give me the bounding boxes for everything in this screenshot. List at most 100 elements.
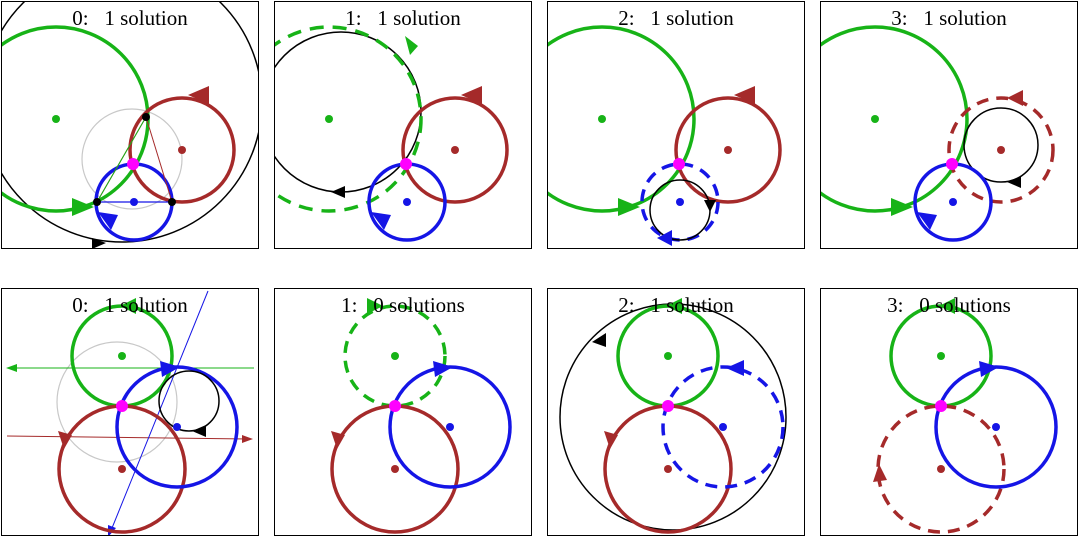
- red-arrow: [58, 431, 72, 449]
- panel-label: 1 solution: [650, 6, 734, 30]
- blue-center: [130, 198, 138, 206]
- intersection-point: [935, 400, 947, 412]
- black-solution-circle: [2, 2, 258, 243]
- green-center: [391, 352, 399, 360]
- green-center: [664, 352, 672, 360]
- tangent-point: [168, 198, 176, 206]
- red-center: [664, 465, 672, 473]
- panel-bottom-2: 2: 1 solution: [547, 288, 805, 536]
- panel-title: 0: 1 solution: [2, 6, 258, 30]
- panel-bottom-0: 0: 1 solution: [1, 288, 259, 536]
- blue-center: [403, 198, 411, 206]
- green-center: [325, 115, 333, 123]
- intersection-point: [400, 158, 412, 170]
- gray-construction-circle: [81, 108, 183, 210]
- panel-label: 1 solution: [650, 293, 734, 317]
- panel-index: 0:: [72, 293, 89, 317]
- green-arrow: [405, 36, 418, 55]
- blue-center: [676, 198, 684, 206]
- panel-index: 1:: [345, 6, 362, 30]
- green-center: [598, 115, 606, 123]
- blue-center: [446, 423, 454, 431]
- red-center: [178, 146, 186, 154]
- panel-title: 2: 1 solution: [548, 293, 804, 317]
- blue-arrow: [433, 361, 453, 377]
- intersection-point: [389, 400, 401, 412]
- black-arrow: [331, 186, 345, 198]
- black-solution-circle: [559, 303, 787, 531]
- diagram-bottom-3: [873, 298, 1058, 534]
- green-arrow: [939, 298, 955, 314]
- green-circle: [2, 25, 150, 213]
- red-construction-line: [6, 435, 249, 440]
- green-line-arrow: [6, 364, 17, 372]
- intersection-point: [127, 158, 139, 170]
- red-circle: [674, 96, 782, 204]
- panel-label: 1 solution: [104, 6, 188, 30]
- panel-index: 3:: [891, 6, 908, 30]
- blue-circle-dashed: [640, 162, 720, 242]
- red-circle-dashed: [876, 404, 1006, 534]
- panel-top-1: 1: 1 solution: [274, 1, 532, 249]
- red-center: [997, 146, 1005, 154]
- blue-arrow: [657, 230, 672, 246]
- intersection-point: [673, 158, 685, 170]
- panel-top-2: 2: 1 solution: [547, 1, 805, 249]
- green-arrow: [666, 298, 682, 314]
- tangent-point: [93, 198, 101, 206]
- panel-label: 1 solution: [104, 293, 188, 317]
- panel-title: 1: 0 solutions: [275, 293, 531, 317]
- green-circle-dashed: [275, 25, 423, 213]
- diagram-top-1: [275, 25, 509, 242]
- panel-top-0: 0: 1 solution: [1, 1, 259, 249]
- green-center: [52, 115, 60, 123]
- panel-bottom-3: 3: 0 solutions: [820, 288, 1078, 536]
- red-circle: [401, 96, 509, 204]
- green-center: [937, 352, 945, 360]
- panel-label: 0 solutions: [373, 293, 465, 317]
- blue-arrow: [371, 212, 391, 230]
- panel-title: 0: 1 solution: [2, 293, 258, 317]
- black-arrow: [592, 333, 606, 347]
- green-circle: [821, 25, 969, 213]
- red-line-arrow: [242, 435, 253, 443]
- panel-title: 1: 1 solution: [275, 6, 531, 30]
- black-solution-circle: [158, 370, 220, 432]
- blue-center: [992, 423, 1000, 431]
- red-center: [724, 146, 732, 154]
- intersection-point: [946, 158, 958, 170]
- panel-index: 0:: [72, 6, 89, 30]
- intersection-point: [116, 400, 128, 412]
- red-arrow: [1007, 90, 1023, 106]
- blue-circle-dashed: [661, 365, 785, 489]
- panel-bottom-1: 1: 0 solutions: [274, 288, 532, 536]
- panel-top-3: 3: 1 solution: [820, 1, 1078, 249]
- panel-title: 3: 0 solutions: [821, 293, 1077, 317]
- red-arrow: [461, 86, 482, 104]
- green-arrow: [891, 198, 913, 216]
- black-solution-circle: [963, 107, 1039, 183]
- red-circle: [128, 96, 236, 204]
- green-center: [871, 115, 879, 123]
- red-arrow: [188, 86, 209, 104]
- panel-label: 0 solutions: [919, 293, 1011, 317]
- green-arrow: [72, 198, 94, 216]
- green-arrow: [120, 298, 136, 314]
- diagram-bottom-1: [330, 298, 512, 534]
- panel-label: 1 solution: [377, 6, 461, 30]
- intersection-point: [662, 400, 674, 412]
- red-center: [937, 465, 945, 473]
- green-circle: [548, 25, 696, 213]
- panel-title: 2: 1 solution: [548, 6, 804, 30]
- green-arrow: [618, 198, 640, 216]
- blue-center: [949, 198, 957, 206]
- blue-arrow: [979, 361, 999, 377]
- diagram-top-2: [548, 25, 782, 246]
- blue-construction-line: [109, 290, 209, 534]
- red-center: [118, 465, 126, 473]
- panel-index: 2:: [618, 6, 635, 30]
- blue-arrow: [726, 360, 744, 376]
- green-circle-dashed: [343, 304, 447, 408]
- gray-construction-circle: [56, 341, 178, 463]
- black-solution-circle: [649, 179, 711, 241]
